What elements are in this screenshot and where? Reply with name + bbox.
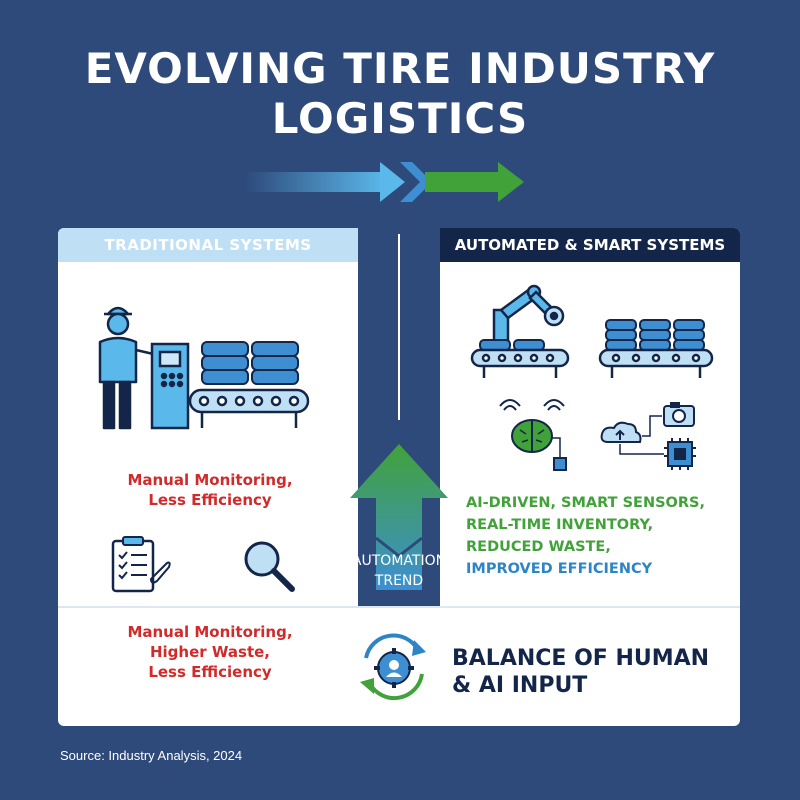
caption-line: Less Efficiency xyxy=(148,663,272,681)
feature-line: REDUCED WASTE, xyxy=(466,539,611,555)
bottom-divider xyxy=(58,606,740,608)
camera-icon xyxy=(663,402,695,427)
worker-icon xyxy=(98,306,163,430)
balance-line: & AI INPUT xyxy=(452,673,588,698)
conveyor-icon xyxy=(188,388,310,428)
trend-label-line: AUTOMATION xyxy=(351,553,447,569)
trend-label-line: TREND xyxy=(374,573,424,589)
balance-line: BALANCE OF HUMAN xyxy=(452,646,710,671)
traditional-header: TRADITIONAL SYSTEMS xyxy=(58,228,358,262)
center-divider-line xyxy=(398,234,400,420)
smart-tech-scene xyxy=(499,399,696,471)
automated-scene xyxy=(470,284,714,378)
progress-arrow-icon xyxy=(245,162,524,202)
gear-cycle-icon xyxy=(360,633,426,701)
source-note: Source: Industry Analysis, 2024 xyxy=(60,748,243,763)
balance-heading: BALANCE OF HUMAN & AI INPUT xyxy=(452,645,709,699)
automated-header: AUTOMATED & SMART SYSTEMS xyxy=(440,228,740,262)
tire-stack-icon xyxy=(479,319,705,351)
feature-line: IMPROVED EFFICIENCY xyxy=(466,561,653,577)
caption-line: Less Efficiency xyxy=(148,491,272,509)
title-line-2: LOGISTICS xyxy=(271,94,529,143)
control-panel-icon xyxy=(150,342,190,430)
clipboard-icon xyxy=(111,536,171,593)
conveyor-icon xyxy=(470,348,714,378)
traditional-caption-bottom: Manual Monitoring, Higher Waste, Less Ef… xyxy=(100,622,320,682)
ai-brain-icon xyxy=(499,399,567,471)
automated-features: AI-DRIVEN, SMART SENSORS, REAL-TIME INVE… xyxy=(466,492,736,580)
traditional-scene xyxy=(98,306,310,430)
trend-arrow-icon xyxy=(350,444,448,590)
caption-line: Higher Waste, xyxy=(149,643,270,661)
chip-icon xyxy=(664,438,696,470)
magnifier-icon xyxy=(244,541,295,592)
cloud-icon xyxy=(600,415,664,455)
page-title: EVOLVING TIRE INDUSTRY LOGISTICS xyxy=(0,44,800,144)
tire-stack-icon xyxy=(201,341,299,385)
traditional-caption-top: Manual Monitoring, Less Efficiency xyxy=(100,470,320,510)
robot-arm-icon xyxy=(492,284,565,344)
title-line-1: EVOLVING TIRE INDUSTRY xyxy=(84,44,716,93)
trend-label: AUTOMATION TREND xyxy=(340,551,458,591)
caption-line: Manual Monitoring, xyxy=(127,471,293,489)
caption-line: Manual Monitoring, xyxy=(127,623,293,641)
feature-line: REAL-TIME INVENTORY, xyxy=(466,517,654,533)
feature-line: AI-DRIVEN, SMART SENSORS, xyxy=(466,495,705,511)
